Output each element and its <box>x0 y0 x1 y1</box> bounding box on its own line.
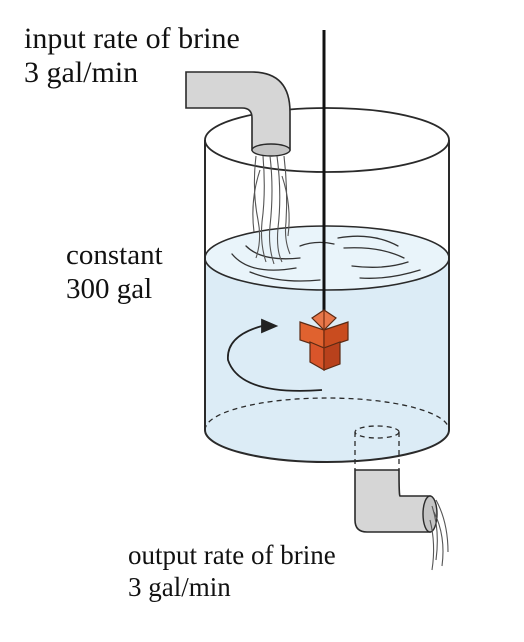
tank-volume-label: constant 300 gal <box>66 238 163 306</box>
output-rate-title: output rate of brine <box>128 540 336 570</box>
rotation-arrow <box>227 318 323 392</box>
tank-volume-value: 300 gal <box>66 273 153 306</box>
output-pipe-inner <box>354 425 400 470</box>
stirring-paddle <box>299 309 349 372</box>
output-rate-label: output rate of brine 3 gal/min <box>128 540 336 604</box>
input-pipe <box>185 71 291 157</box>
tank-bottom-back <box>204 397 450 431</box>
tank-bottom <box>204 429 450 463</box>
output-rate-value: 3 gal/min <box>128 571 231 602</box>
water-surface <box>204 225 450 291</box>
tank-top-rim <box>204 107 450 173</box>
tank-volume-title: constant <box>66 239 163 271</box>
outgoing-brine-stream <box>429 499 449 571</box>
surface-swirls <box>231 235 421 282</box>
incoming-brine-stream <box>252 155 291 265</box>
input-rate-value: 3 gal/min <box>24 55 139 89</box>
input-rate-title: input rate of brine <box>24 22 240 55</box>
output-pipe <box>354 469 438 533</box>
input-rate-label: input rate of brine 3 gal/min <box>24 22 240 89</box>
